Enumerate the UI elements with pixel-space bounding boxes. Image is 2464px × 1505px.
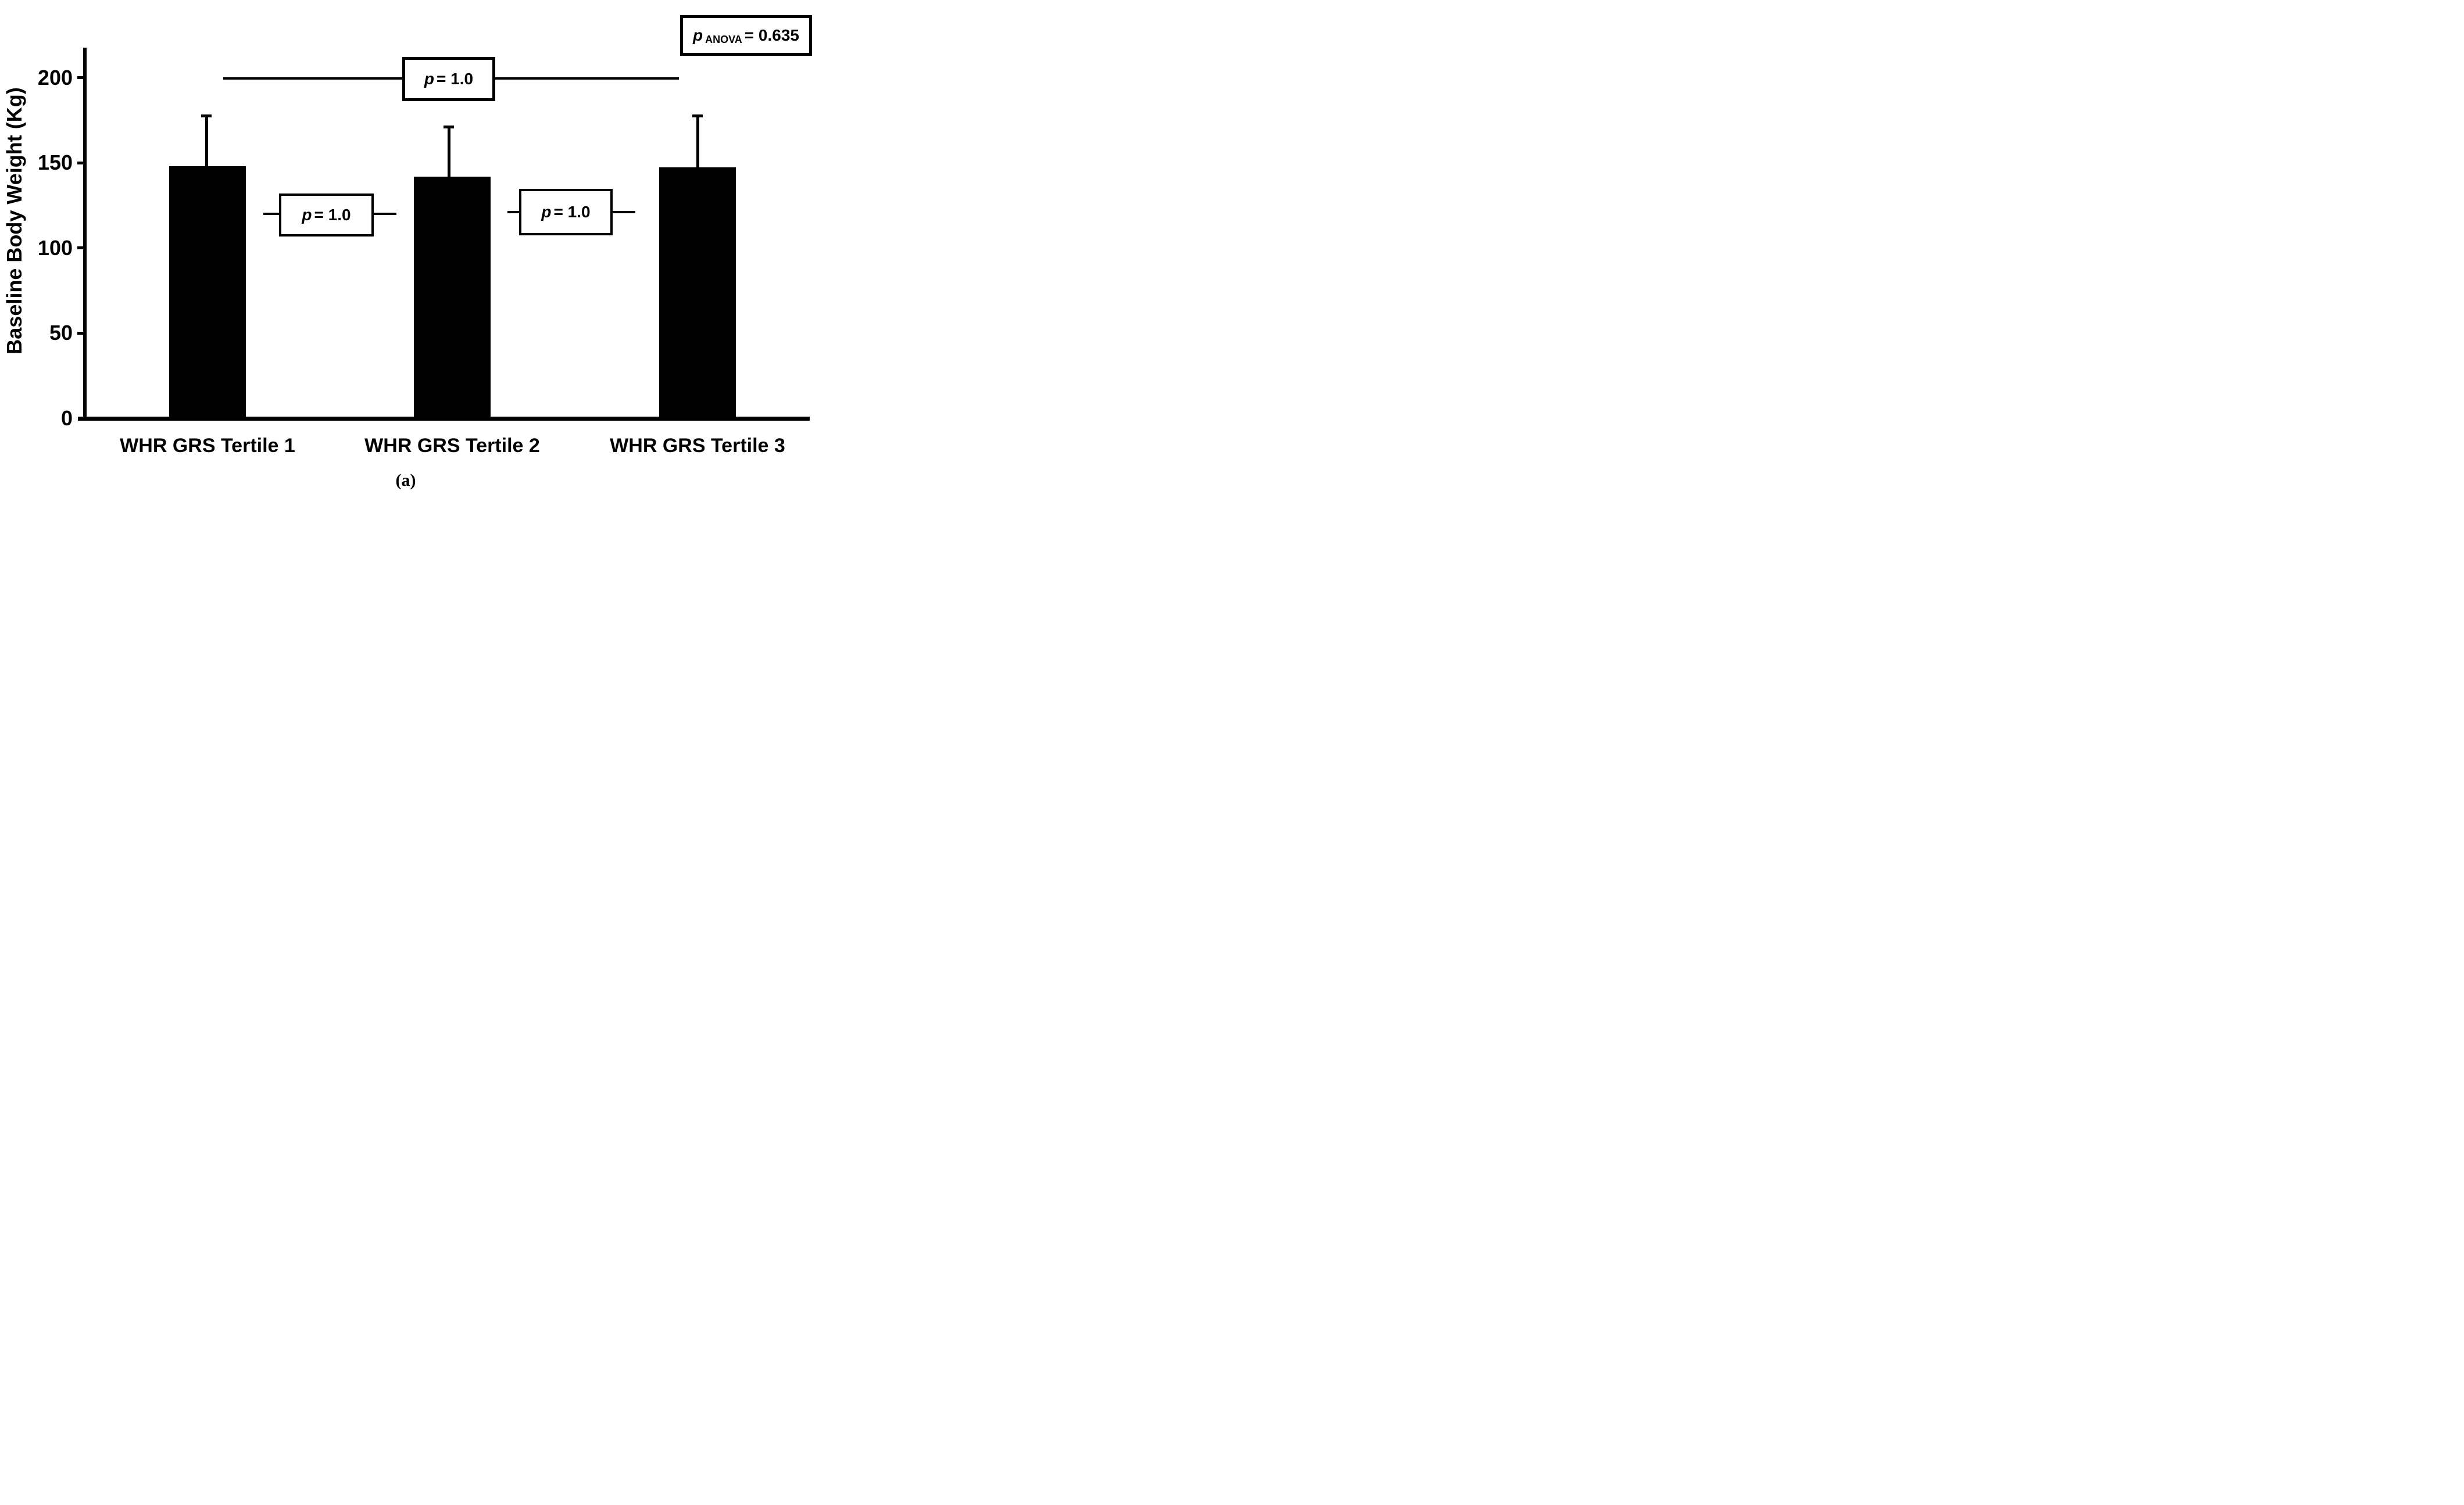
y-tick-200	[77, 76, 83, 80]
bar-WHR GRS Tertile 2	[414, 176, 491, 420]
anova-subscript: ANOVA	[705, 34, 742, 45]
comparison-line-2-3-right	[613, 211, 635, 213]
p-symbol: p	[302, 206, 312, 224]
y-tick-100	[77, 246, 83, 250]
error-bar-cap-2	[444, 125, 454, 128]
x-axis-label-2: WHR GRS Tertile 2	[364, 435, 540, 457]
x-axis-label-3: WHR GRS Tertile 3	[610, 435, 785, 457]
bar-WHR GRS Tertile 3	[659, 167, 736, 420]
y-tick-label-50: 50	[49, 321, 73, 345]
anova-p-value-text: = 0.635	[744, 26, 799, 44]
p-value-text: = 1.0	[314, 206, 351, 224]
y-tick-label-100: 100	[37, 235, 73, 260]
error-bar-stem-2	[448, 125, 450, 177]
comparison-line-1-2-left	[263, 213, 279, 215]
p-value-box-2-3: p = 1.0	[519, 189, 613, 235]
x-axis-label-1: WHR GRS Tertile 1	[120, 435, 295, 457]
p-symbol: p	[424, 70, 435, 88]
y-tick-label-0: 0	[60, 406, 73, 430]
bar-WHR GRS Tertile 1	[169, 166, 246, 420]
y-tick-150	[77, 161, 83, 164]
p-value-text: = 1.0	[553, 203, 591, 221]
y-tick-label-200: 200	[37, 65, 73, 89]
p-value-text: = 1.0	[437, 70, 474, 88]
comparison-line-2-3-left	[507, 211, 519, 213]
y-tick-label-150: 150	[37, 150, 73, 175]
p-value-box-1-3: p = 1.0	[402, 57, 495, 101]
y-tick-50	[77, 331, 83, 335]
error-bar-cap-3	[692, 114, 703, 117]
p-symbol: p	[693, 26, 703, 44]
error-bar-stem-3	[696, 114, 699, 167]
panel-label: (a)	[395, 471, 416, 490]
p-value-box-1-2: p = 1.0	[279, 193, 374, 236]
error-bar-stem-1	[205, 114, 208, 167]
y-axis-line	[83, 48, 87, 421]
error-bar-cap-1	[201, 114, 212, 117]
p-symbol: p	[541, 203, 552, 221]
comparison-line-1-2-right	[374, 213, 396, 215]
